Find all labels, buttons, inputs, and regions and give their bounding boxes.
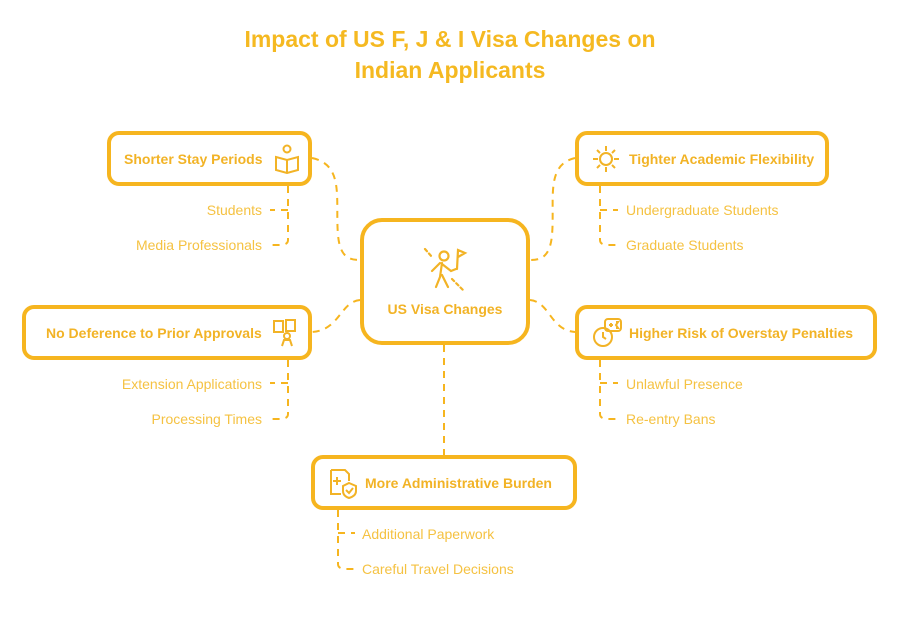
sun-gear-icon	[593, 145, 619, 172]
sub-item: Re-entry Bans	[626, 411, 716, 427]
sub-item: Unlawful Presence	[626, 376, 743, 392]
person-documents-icon	[272, 318, 296, 346]
sub-item: Careful Travel Decisions	[362, 561, 514, 577]
node-no-deference[interactable]: No Deference to Prior Approvals	[22, 305, 312, 360]
clock-plus-icon	[593, 317, 622, 347]
node-label: No Deference to Prior Approvals	[46, 324, 262, 341]
node-tighter-academic[interactable]: Tighter Academic Flexibility	[575, 131, 829, 186]
document-shield-icon	[330, 468, 357, 499]
sub-item: Students	[206, 202, 262, 218]
node-label: More Administrative Burden	[365, 474, 552, 491]
center-label: US Visa Changes	[387, 300, 503, 317]
node-higher-risk[interactable]: Higher Risk of Overstay Penalties	[575, 305, 877, 360]
sub-item: Processing Times	[151, 411, 262, 427]
node-label: Tighter Academic Flexibility	[629, 150, 815, 167]
sub-item: Extension Applications	[121, 376, 262, 392]
sub-item: Graduate Students	[626, 237, 744, 253]
sub-item: Additional Paperwork	[362, 526, 495, 542]
node-label: Shorter Stay Periods	[124, 150, 263, 167]
person-flag-icon	[423, 247, 468, 292]
node-label: Higher Risk of Overstay Penalties	[629, 324, 854, 341]
center-node[interactable]: US Visa Changes	[360, 218, 530, 345]
node-admin-burden[interactable]: More Administrative Burden	[311, 455, 577, 510]
node-shorter-stay[interactable]: Shorter Stay Periods	[107, 131, 312, 186]
diagram-title: Impact of US F, J & I Visa Changes on In…	[244, 26, 656, 83]
person-reading-icon	[274, 144, 299, 174]
sub-item: Media Professionals	[135, 237, 262, 253]
sub-item: Undergraduate Students	[626, 202, 779, 218]
